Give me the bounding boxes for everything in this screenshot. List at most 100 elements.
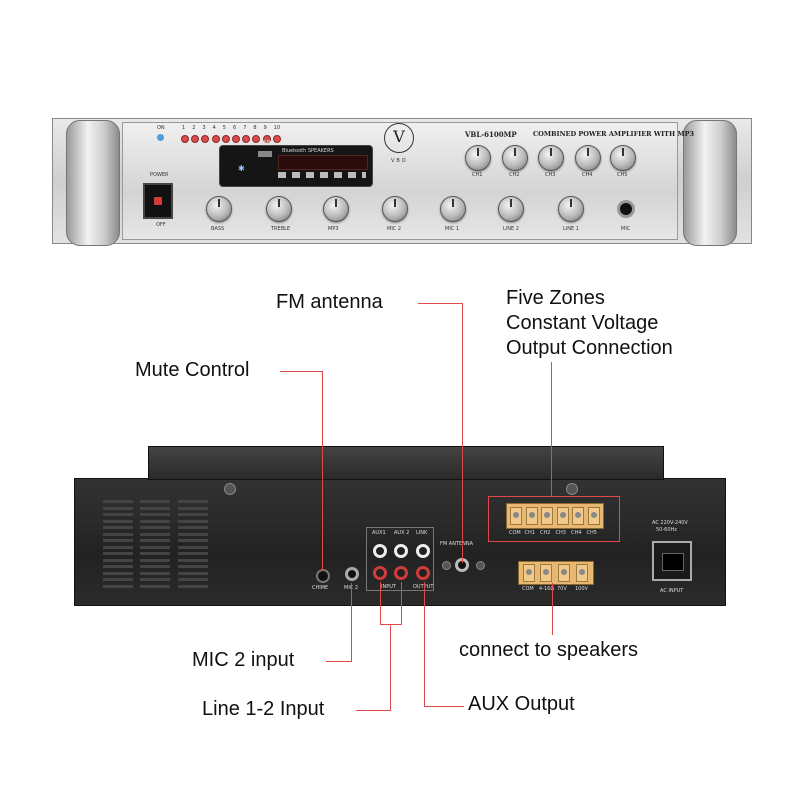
knob-treble[interactable] xyxy=(266,196,292,222)
bluetooth-icon: ✱ xyxy=(238,164,245,173)
level-led-icon xyxy=(181,135,189,143)
callout-speakers: connect to speakers xyxy=(459,639,638,661)
knob-ch5[interactable] xyxy=(610,145,636,171)
level-led-icon xyxy=(201,135,210,143)
leader-mic2-h xyxy=(326,661,352,662)
speaker-terminal-label: COM xyxy=(522,586,534,592)
rear-top-lid xyxy=(148,446,664,480)
led-number: 3 xyxy=(202,125,206,131)
vent-slot xyxy=(103,578,133,581)
knob-label: CH3 xyxy=(545,172,556,178)
speaker-terminal-screw[interactable] xyxy=(558,564,570,582)
level-led-icon xyxy=(221,135,230,143)
module-buttons[interactable] xyxy=(278,172,366,178)
knob-mp3[interactable] xyxy=(323,196,349,222)
ac-socket-inner xyxy=(662,553,684,571)
chime-jack[interactable] xyxy=(316,569,330,583)
knob-line1[interactable] xyxy=(558,196,584,222)
callout-five-zones-1: Five Zones xyxy=(506,287,605,309)
zone-terminal-label: CH2 xyxy=(540,530,551,536)
zone-terminal-label: CH5 xyxy=(586,530,597,536)
vent-slot xyxy=(178,532,208,536)
aux2-rca-red[interactable] xyxy=(394,566,408,580)
zone-terminal-screw[interactable] xyxy=(587,507,600,525)
knob-mic1[interactable] xyxy=(440,196,466,222)
callout-aux-output: AUX Output xyxy=(468,693,575,715)
vent-slot xyxy=(103,584,133,588)
level-led-icon xyxy=(242,135,251,143)
zone-output-highlight xyxy=(488,496,620,542)
vent-slot xyxy=(178,578,208,581)
ac-rating-line2: 50-60Hz xyxy=(656,527,677,533)
aux2-rca-white[interactable] xyxy=(394,544,408,558)
knob-ch1[interactable] xyxy=(465,145,491,171)
power-switch-led xyxy=(154,197,162,205)
aux2-label: AUX 2 xyxy=(394,530,410,536)
vent-slot xyxy=(103,558,133,562)
power-switch[interactable] xyxy=(143,183,173,219)
aux1-rca-white[interactable] xyxy=(373,544,387,558)
knob-line2[interactable] xyxy=(498,196,524,222)
level-led-icon xyxy=(272,135,281,143)
callout-mic2-input: MIC 2 input xyxy=(192,649,295,671)
aux1-rca-red[interactable] xyxy=(373,566,387,580)
knob-ch2[interactable] xyxy=(502,145,528,171)
vent-slot xyxy=(178,571,208,575)
mic-jack[interactable] xyxy=(617,200,635,218)
vent-slot xyxy=(103,500,133,503)
link-rca-white[interactable] xyxy=(416,544,430,558)
zone-terminal-screw[interactable] xyxy=(525,507,538,525)
ac-input-label: AC INPUT xyxy=(660,588,684,594)
level-led-icon xyxy=(262,135,271,143)
vent-slot xyxy=(178,513,208,516)
display-window xyxy=(278,155,368,170)
knob-ch3[interactable] xyxy=(538,145,564,171)
vent-slot xyxy=(103,513,133,516)
knob-mic2[interactable] xyxy=(382,196,408,222)
aux1-label: AUX1 xyxy=(372,530,386,536)
knob-bass[interactable] xyxy=(206,196,232,222)
link-label: LINK xyxy=(416,530,428,536)
leader-line-v xyxy=(390,624,391,710)
link-rca-red[interactable] xyxy=(416,566,430,580)
vent-slot xyxy=(103,532,133,536)
zone-terminal-label: CH3 xyxy=(555,530,566,536)
zone-terminal-screw[interactable] xyxy=(510,507,522,525)
usb-port[interactable] xyxy=(258,151,272,157)
callout-line-input: Line 1-2 Input xyxy=(202,698,325,720)
speaker-terminal-screw[interactable] xyxy=(576,564,588,582)
led-number: 2 xyxy=(192,125,196,131)
ac-socket[interactable] xyxy=(652,541,692,581)
mic2-jack[interactable] xyxy=(345,567,359,581)
mic-label: MIC xyxy=(621,226,631,232)
speaker-terminal-screw[interactable] xyxy=(523,564,535,582)
knob-label: BASS xyxy=(211,226,225,232)
ac-rating-line1: AC 220V-240V xyxy=(652,520,688,526)
speaker-terminal-screw[interactable] xyxy=(540,564,552,582)
leader-fm-v xyxy=(462,303,463,563)
brand-name: VBO xyxy=(391,158,408,164)
speaker-terminal-label: 4-16Ω xyxy=(539,586,555,592)
vent-slot xyxy=(140,571,170,575)
on-label: ON xyxy=(157,125,165,131)
zone-terminal-screw[interactable] xyxy=(556,507,569,525)
led-number: 9 xyxy=(263,125,267,131)
vent-slot xyxy=(140,526,170,529)
callout-fm-antenna: FM antenna xyxy=(276,291,383,313)
leader-line-left xyxy=(380,582,381,624)
zone-terminal-screw[interactable] xyxy=(541,507,553,525)
leader-mic2-v xyxy=(351,583,352,661)
leader-line-bar xyxy=(380,624,402,625)
vent-slot xyxy=(103,552,133,555)
knob-ch4[interactable] xyxy=(575,145,601,171)
vent-slot xyxy=(140,558,170,562)
speaker-terminal-label: 100V xyxy=(575,586,588,592)
led-number: 6 xyxy=(233,125,237,131)
led-number: 8 xyxy=(253,125,257,131)
leader-aux-h xyxy=(424,706,464,707)
led-number: 10 xyxy=(273,125,281,131)
led-number: 5 xyxy=(222,125,226,131)
zone-terminal-screw[interactable] xyxy=(572,507,584,525)
usb-label: USB xyxy=(260,140,271,146)
output-label: OUTPUT xyxy=(413,584,433,590)
